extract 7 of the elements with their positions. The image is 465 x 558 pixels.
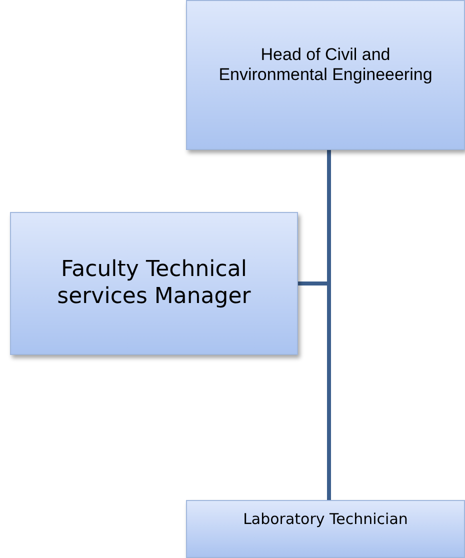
org-box <box>186 0 465 150</box>
box-label: Head of Civil and Environmental Engineeering <box>218 44 434 86</box>
box-label: Laboratory Technician <box>243 510 408 528</box>
org-box <box>10 212 298 355</box>
connector-line <box>327 150 331 500</box>
org-box <box>186 500 465 558</box>
box-label: Faculty Technical services Manager <box>56 257 252 310</box>
